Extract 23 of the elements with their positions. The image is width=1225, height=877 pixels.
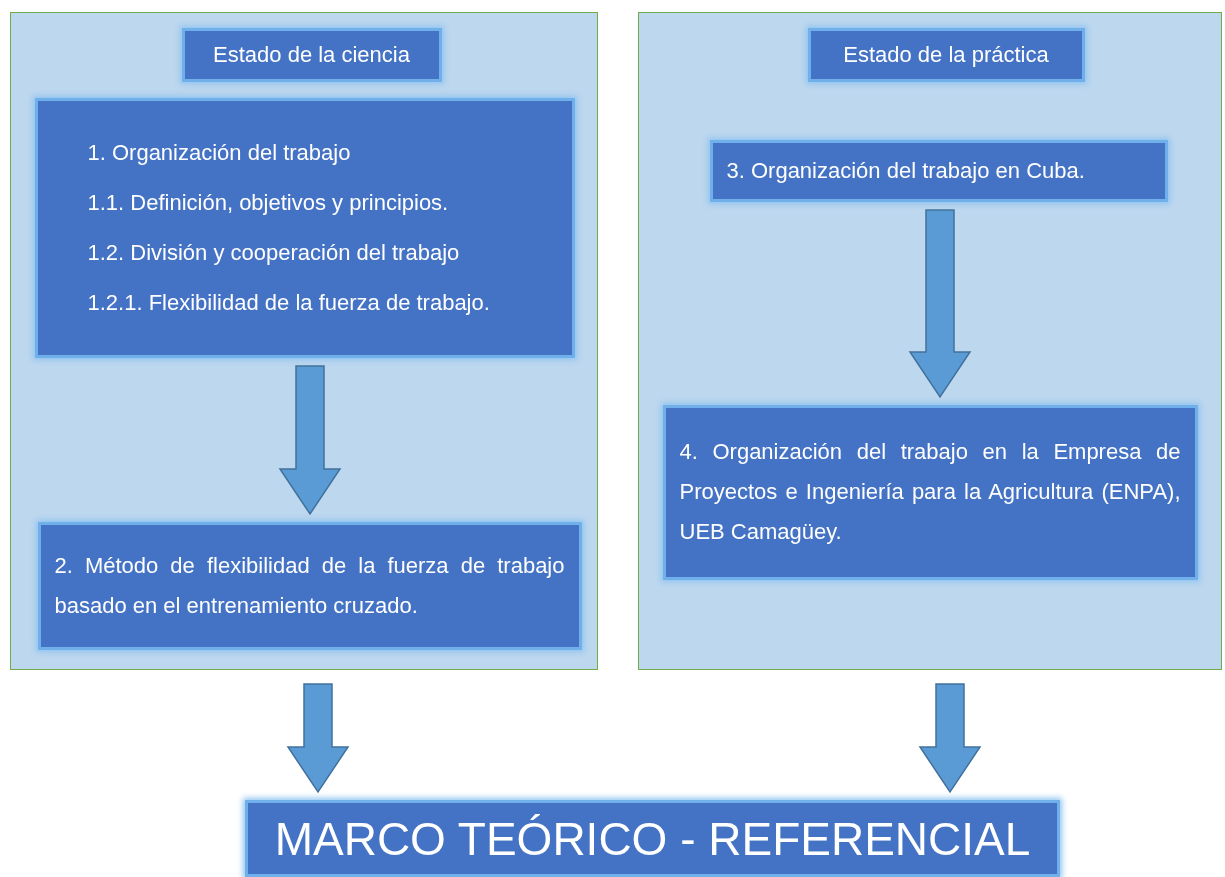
block-arrow: [286, 683, 350, 794]
section-panel: [10, 12, 598, 670]
box-text: 4. Organización del trabajo en la Empresa de Proyectos e Ingeniería para la Agricultura (ENPA), UEB Camagüey.: [679, 438, 1181, 546]
box-text: MARCO TEÓRICO - REFERENCIAL: [274, 815, 1031, 862]
text-box: [709, 139, 1168, 202]
block-arrow: [278, 365, 342, 516]
heading-box: [807, 27, 1085, 82]
heading-box: [181, 27, 442, 82]
list-item: 1.2. División y cooperación del trabajo: [87, 238, 461, 267]
text-box: [245, 800, 1060, 877]
list-item: 1.1. Definición, objetivos y principios.: [87, 188, 450, 217]
box-text: 3. Organización del trabajo en Cuba.: [726, 156, 1086, 185]
box-text: 2. Método de flexibilidad de la fuerza de trabajo basado en el entrenamiento cruzado.: [54, 551, 565, 620]
section-panel: [638, 12, 1222, 670]
block-arrow: [908, 209, 972, 399]
list-item: 1.2.1. Flexibilidad de la fuerza de trabajo.: [87, 288, 491, 317]
box-text: Estado de la práctica: [843, 40, 1049, 69]
text-box: [662, 404, 1198, 580]
text-box: [34, 97, 575, 358]
box-text: Estado de la ciencia: [213, 40, 410, 69]
text-box: [37, 521, 582, 650]
list-item: 1. Organización del trabajo: [87, 138, 352, 167]
block-arrow: [918, 683, 982, 794]
